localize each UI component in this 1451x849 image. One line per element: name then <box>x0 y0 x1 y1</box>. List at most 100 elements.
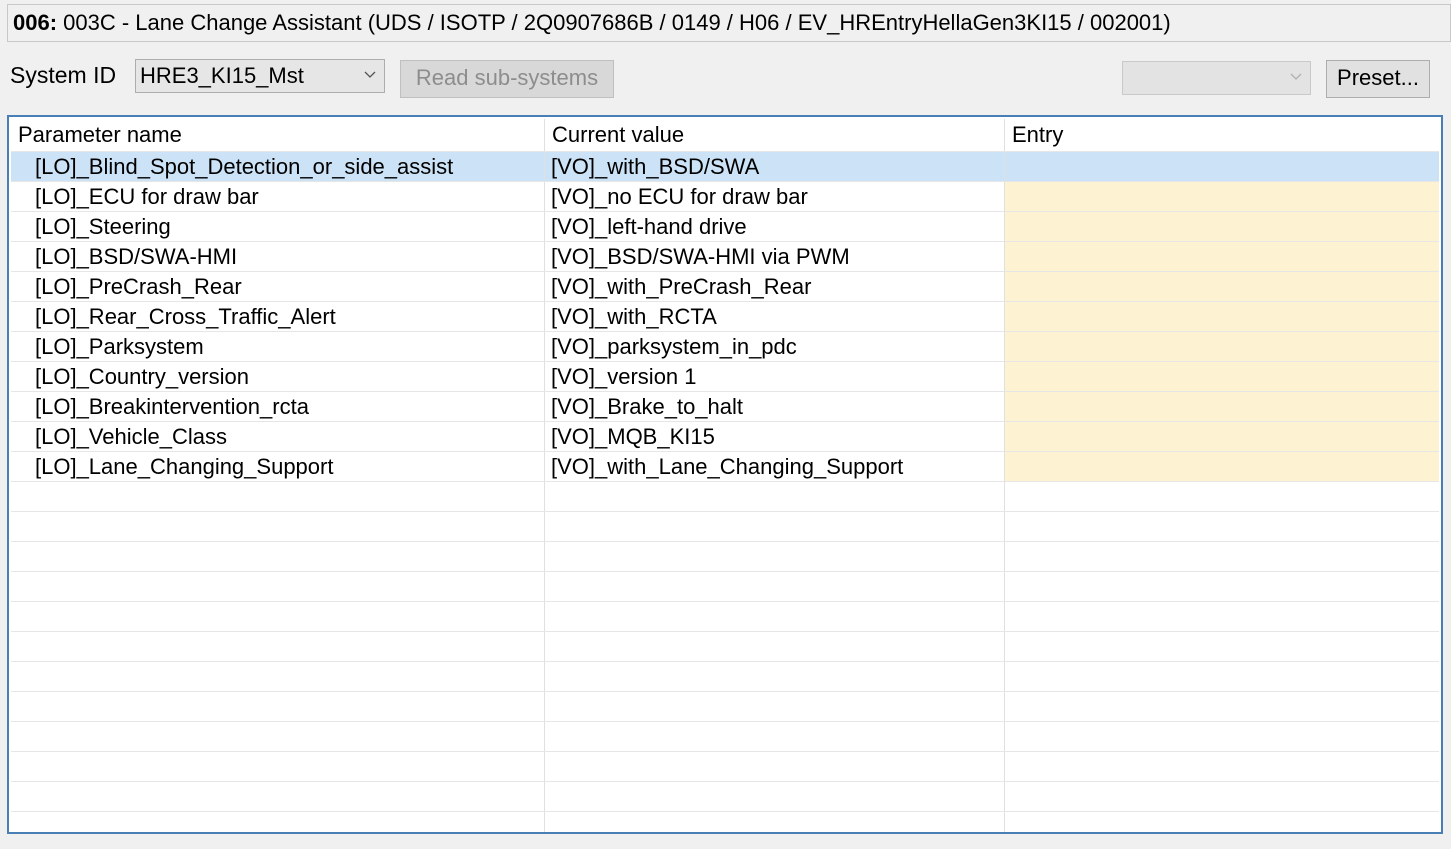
current-value-cell[interactable]: [VO]_Brake_to_halt <box>545 392 1005 421</box>
entry-cell[interactable] <box>1005 422 1439 451</box>
current-value-cell[interactable]: [VO]_with_BSD/SWA <box>545 152 1005 181</box>
table-row[interactable]: [LO]_Rear_Cross_Traffic_Alert[VO]_with_R… <box>11 302 1439 332</box>
empty-table-row <box>11 602 1439 632</box>
system-id-value: HRE3_KI15_Mst <box>140 63 304 88</box>
entry-cell[interactable] <box>1005 332 1439 361</box>
current-value-cell[interactable]: [VO]_parksystem_in_pdc <box>545 332 1005 361</box>
preset-dropdown[interactable] <box>1122 61 1311 95</box>
table-row[interactable]: [LO]_PreCrash_Rear[VO]_with_PreCrash_Rea… <box>11 272 1439 302</box>
system-id-dropdown[interactable]: HRE3_KI15_Mst <box>135 59 385 93</box>
empty-cell <box>11 752 545 781</box>
parameter-name-cell[interactable]: [LO]_Parksystem <box>11 332 545 361</box>
entry-cell[interactable] <box>1005 242 1439 271</box>
table-row[interactable]: [LO]_Blind_Spot_Detection_or_side_assist… <box>11 152 1439 182</box>
current-value-cell[interactable]: [VO]_MQB_KI15 <box>545 422 1005 451</box>
current-value-cell[interactable]: [VO]_BSD/SWA-HMI via PWM <box>545 242 1005 271</box>
entry-cell[interactable] <box>1005 452 1439 481</box>
empty-cell <box>11 812 545 832</box>
table-header-row: Parameter name Current value Entry <box>11 119 1439 152</box>
table-row[interactable]: [LO]_Parksystem[VO]_parksystem_in_pdc <box>11 332 1439 362</box>
table-row[interactable]: [LO]_Steering[VO]_left-hand drive <box>11 212 1439 242</box>
empty-cell <box>545 602 1005 631</box>
entry-cell[interactable] <box>1005 362 1439 391</box>
empty-cell <box>545 782 1005 811</box>
empty-cell <box>545 512 1005 541</box>
parameter-name-cell[interactable]: [LO]_Lane_Changing_Support <box>11 452 545 481</box>
column-header-entry[interactable]: Entry <box>1012 122 1064 147</box>
empty-cell <box>545 662 1005 691</box>
window-title-bar: 006: 003C - Lane Change Assistant (UDS /… <box>7 4 1451 42</box>
adaptation-table[interactable]: Parameter name Current value Entry [LO]_… <box>7 115 1443 834</box>
empty-cell <box>1005 722 1439 751</box>
empty-cell <box>11 632 545 661</box>
empty-table-row <box>11 632 1439 662</box>
entry-cell[interactable] <box>1005 152 1439 181</box>
preset-button[interactable]: Preset... <box>1326 60 1430 98</box>
empty-cell <box>1005 812 1439 832</box>
empty-cell <box>1005 482 1439 511</box>
parameter-name-cell[interactable]: [LO]_Rear_Cross_Traffic_Alert <box>11 302 545 331</box>
empty-table-row <box>11 542 1439 572</box>
empty-cell <box>545 722 1005 751</box>
ecu-description: 003C - Lane Change Assistant (UDS / ISOT… <box>57 10 1171 35</box>
empty-cell <box>1005 602 1439 631</box>
empty-cell <box>11 572 545 601</box>
empty-cell <box>545 542 1005 571</box>
table-row[interactable]: [LO]_Vehicle_Class[VO]_MQB_KI15 <box>11 422 1439 452</box>
empty-cell <box>1005 662 1439 691</box>
parameter-name-cell[interactable]: [LO]_Vehicle_Class <box>11 422 545 451</box>
empty-cell <box>11 542 545 571</box>
table-row[interactable]: [LO]_Country_version[VO]_version 1 <box>11 362 1439 392</box>
empty-table-row <box>11 662 1439 692</box>
parameter-name-cell[interactable]: [LO]_Breakintervention_rcta <box>11 392 545 421</box>
empty-cell <box>1005 632 1439 661</box>
empty-cell <box>1005 752 1439 781</box>
empty-table-row <box>11 752 1439 782</box>
parameter-name-cell[interactable]: [LO]_Blind_Spot_Detection_or_side_assist <box>11 152 545 181</box>
empty-cell <box>1005 572 1439 601</box>
empty-cell <box>1005 542 1439 571</box>
parameter-name-cell[interactable]: [LO]_BSD/SWA-HMI <box>11 242 545 271</box>
entry-cell[interactable] <box>1005 302 1439 331</box>
column-header-current-value[interactable]: Current value <box>545 119 1005 151</box>
parameter-name-cell[interactable]: [LO]_ECU for draw bar <box>11 182 545 211</box>
entry-cell[interactable] <box>1005 212 1439 241</box>
entry-cell[interactable] <box>1005 392 1439 421</box>
empty-cell <box>11 482 545 511</box>
table-row[interactable]: [LO]_Breakintervention_rcta[VO]_Brake_to… <box>11 392 1439 422</box>
ecu-address-code: 006: <box>13 10 58 35</box>
empty-table-row <box>11 692 1439 722</box>
read-subsystems-button[interactable]: Read sub-systems <box>400 60 614 98</box>
current-value-cell[interactable]: [VO]_no ECU for draw bar <box>545 182 1005 211</box>
empty-cell <box>11 782 545 811</box>
empty-table-row <box>11 572 1439 602</box>
parameter-name-cell[interactable]: [LO]_Country_version <box>11 362 545 391</box>
column-header-parameter-name[interactable]: Parameter name <box>11 119 545 151</box>
empty-table-row <box>11 482 1439 512</box>
current-value-cell[interactable]: [VO]_left-hand drive <box>545 212 1005 241</box>
empty-cell <box>11 722 545 751</box>
empty-cell <box>1005 692 1439 721</box>
empty-cell <box>11 692 545 721</box>
current-value-cell[interactable]: [VO]_with_RCTA <box>545 302 1005 331</box>
parameter-name-cell[interactable]: [LO]_PreCrash_Rear <box>11 272 545 301</box>
empty-cell <box>545 752 1005 781</box>
table-row[interactable]: [LO]_BSD/SWA-HMI[VO]_BSD/SWA-HMI via PWM <box>11 242 1439 272</box>
empty-cell <box>545 632 1005 661</box>
current-value-cell[interactable]: [VO]_with_Lane_Changing_Support <box>545 452 1005 481</box>
table-row[interactable]: [LO]_ECU for draw bar[VO]_no ECU for dra… <box>11 182 1439 212</box>
empty-table-row <box>11 722 1439 752</box>
parameter-name-cell[interactable]: [LO]_Steering <box>11 212 545 241</box>
entry-cell[interactable] <box>1005 272 1439 301</box>
empty-table-row <box>11 512 1439 542</box>
empty-table-row <box>11 812 1439 832</box>
entry-cell[interactable] <box>1005 182 1439 211</box>
current-value-cell[interactable]: [VO]_version 1 <box>545 362 1005 391</box>
chevron-down-icon <box>1290 62 1304 94</box>
empty-cell <box>11 512 545 541</box>
empty-cell <box>545 812 1005 832</box>
system-id-label: System ID <box>10 62 117 88</box>
empty-table-row <box>11 782 1439 812</box>
current-value-cell[interactable]: [VO]_with_PreCrash_Rear <box>545 272 1005 301</box>
table-row[interactable]: [LO]_Lane_Changing_Support[VO]_with_Lane… <box>11 452 1439 482</box>
